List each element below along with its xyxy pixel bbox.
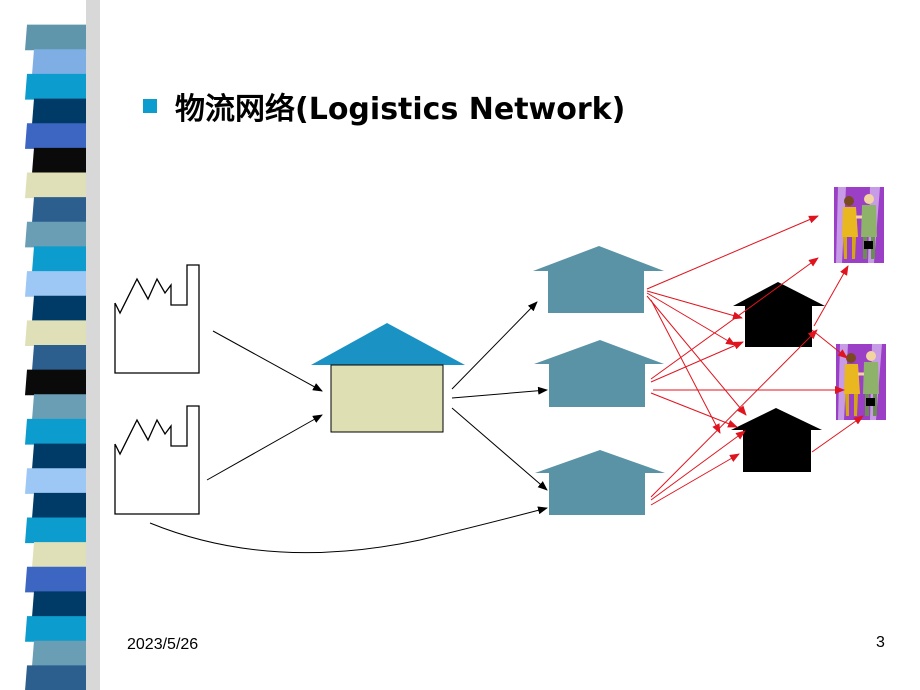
regional-warehouse-1 (533, 246, 664, 313)
stripe-block (32, 492, 88, 519)
factory-top (114, 264, 200, 374)
stripe-block (32, 640, 88, 667)
stripe-block (32, 443, 88, 470)
primary-flows (149, 301, 548, 554)
stripe-block (32, 394, 88, 420)
stripe-block (25, 566, 88, 593)
stripe-block (25, 24, 88, 51)
stripe-block (25, 616, 88, 642)
stripe-block (32, 295, 88, 322)
regional-warehouse-3 (535, 450, 665, 515)
flow-dc-to-wh3 (451, 407, 548, 491)
footer-date: 2023/5/26 (127, 636, 199, 653)
stripe-block (25, 172, 88, 199)
stripe-block (25, 271, 88, 297)
stripe-block (25, 123, 88, 149)
stripe-shadow (86, 0, 100, 690)
stripe-block (32, 591, 88, 618)
local-warehouse-1 (733, 282, 825, 347)
decorative-stripe (25, 0, 100, 690)
stripe-block (32, 98, 88, 125)
flow-factory2-to-wh3 (149, 506, 548, 554)
stripe-block (32, 542, 88, 568)
stripe-block (25, 418, 88, 445)
stripe-block (32, 246, 88, 273)
page-number: 3 (876, 634, 885, 651)
bullet-square-icon (143, 99, 157, 113)
stripe-block (25, 468, 88, 494)
stripe-block (25, 320, 88, 346)
stripe-block (32, 49, 88, 75)
flow-factory1-to-dc (212, 330, 323, 392)
regional-warehouse-2 (534, 340, 664, 407)
slide-title: 物流网络(Logistics Network) (143, 86, 626, 127)
stripe-block (32, 0, 88, 26)
factory-bottom (114, 405, 200, 515)
customer-1-icon (832, 185, 886, 265)
flow-dc-to-wh2 (451, 386, 548, 399)
stripe-block (32, 197, 88, 223)
flow-factory2-to-dc (206, 414, 323, 481)
stripe-block (25, 517, 88, 544)
stripe-block (32, 147, 88, 174)
stripe-block (25, 665, 88, 690)
distribution-flows (646, 215, 864, 506)
central-distribution-center (311, 323, 465, 433)
flow-dc-to-wh1 (451, 301, 538, 390)
stripe-block (25, 73, 88, 100)
stripe-block (25, 369, 88, 396)
stripe-block (25, 221, 88, 248)
stripe-block (32, 345, 88, 371)
local-warehouse-2 (731, 408, 822, 472)
slide-title-text: 物流网络(Logistics Network) (175, 92, 626, 127)
